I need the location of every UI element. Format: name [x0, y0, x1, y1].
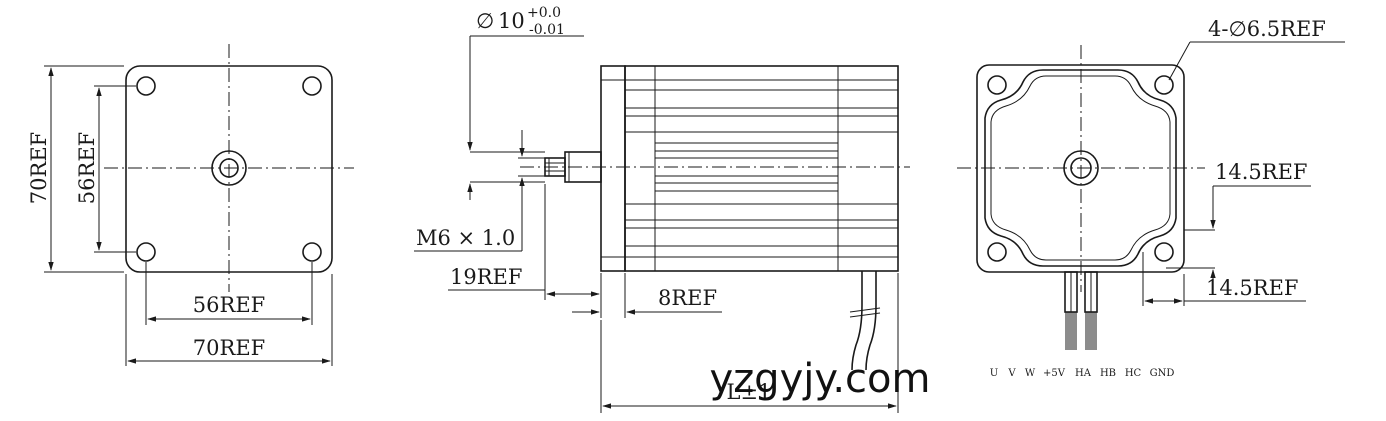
side-view: ∅ 10 +0.0 -0.01 M6 × 1.0 19REF 8REF L±1 — [414, 5, 910, 413]
rear-wire-ends-right — [1085, 312, 1097, 350]
side-flange — [600, 65, 626, 272]
thread-spec: M6 × 1.0 — [416, 226, 515, 250]
dim-body-length: L±1 — [727, 380, 772, 404]
front-view: 70REF 56REF 56REF 70REF — [27, 44, 354, 366]
shaft-dia-symbol: ∅ — [476, 9, 494, 33]
side-lead-wire-1 — [851, 271, 863, 371]
shaft-tol-upper: +0.0 — [527, 5, 561, 21]
wire-label-hc: HC — [1125, 368, 1142, 379]
rear-boss-outer — [1063, 150, 1099, 186]
rear-hole-bottom-right — [1154, 242, 1174, 262]
wire-label-gnd: GND — [1150, 368, 1175, 379]
rear-inner-contour-inner — [990, 75, 1171, 261]
dim-outer-height: 70REF — [27, 132, 51, 204]
side-body — [624, 65, 899, 272]
rear-boss-inner — [1070, 157, 1092, 179]
front-shaft-outer — [211, 150, 247, 186]
front-shaft-inner — [219, 158, 239, 178]
front-hole-top-right — [302, 76, 322, 96]
rear-hole-top-right — [1154, 75, 1174, 95]
wire-label-hb: HB — [1100, 368, 1116, 379]
shaft-tol-lower: -0.01 — [529, 22, 565, 38]
rear-hole-top-left — [987, 75, 1007, 95]
shaft-dia-value: 10 — [498, 9, 525, 33]
wire-label-v: V — [1007, 368, 1016, 379]
rear-wire-ends-left — [1065, 312, 1077, 350]
front-hole-top-left — [136, 76, 156, 96]
dim-outer-width: 70REF — [193, 336, 265, 360]
wire-label-w: W — [1025, 368, 1036, 379]
rear-offset-horizontal: 14.5REF — [1206, 276, 1298, 300]
dim-shaft-length: 19REF — [450, 265, 522, 289]
wire-label-ha: HA — [1075, 368, 1092, 379]
front-hole-bottom-left — [136, 242, 156, 262]
dim-boss-length: 8REF — [658, 286, 717, 310]
side-shaft — [544, 157, 566, 177]
watermark: yzgyjy.com — [710, 356, 931, 402]
rear-offset-vertical: 14.5REF — [1215, 160, 1307, 184]
rear-view: 4-∅6.5REF 14.5REF 14.5REF — [957, 17, 1345, 379]
rear-inner-contour-outer — [984, 69, 1177, 267]
rear-hole-spec: 4-∅6.5REF — [1208, 17, 1326, 41]
rear-hole-bottom-left — [987, 242, 1007, 262]
front-hole-bottom-right — [302, 242, 322, 262]
dim-hole-height: 56REF — [75, 132, 99, 204]
dim-hole-width: 56REF — [193, 293, 265, 317]
wire-label-5v: +5V — [1043, 368, 1066, 379]
wire-label-u: U — [990, 368, 998, 379]
